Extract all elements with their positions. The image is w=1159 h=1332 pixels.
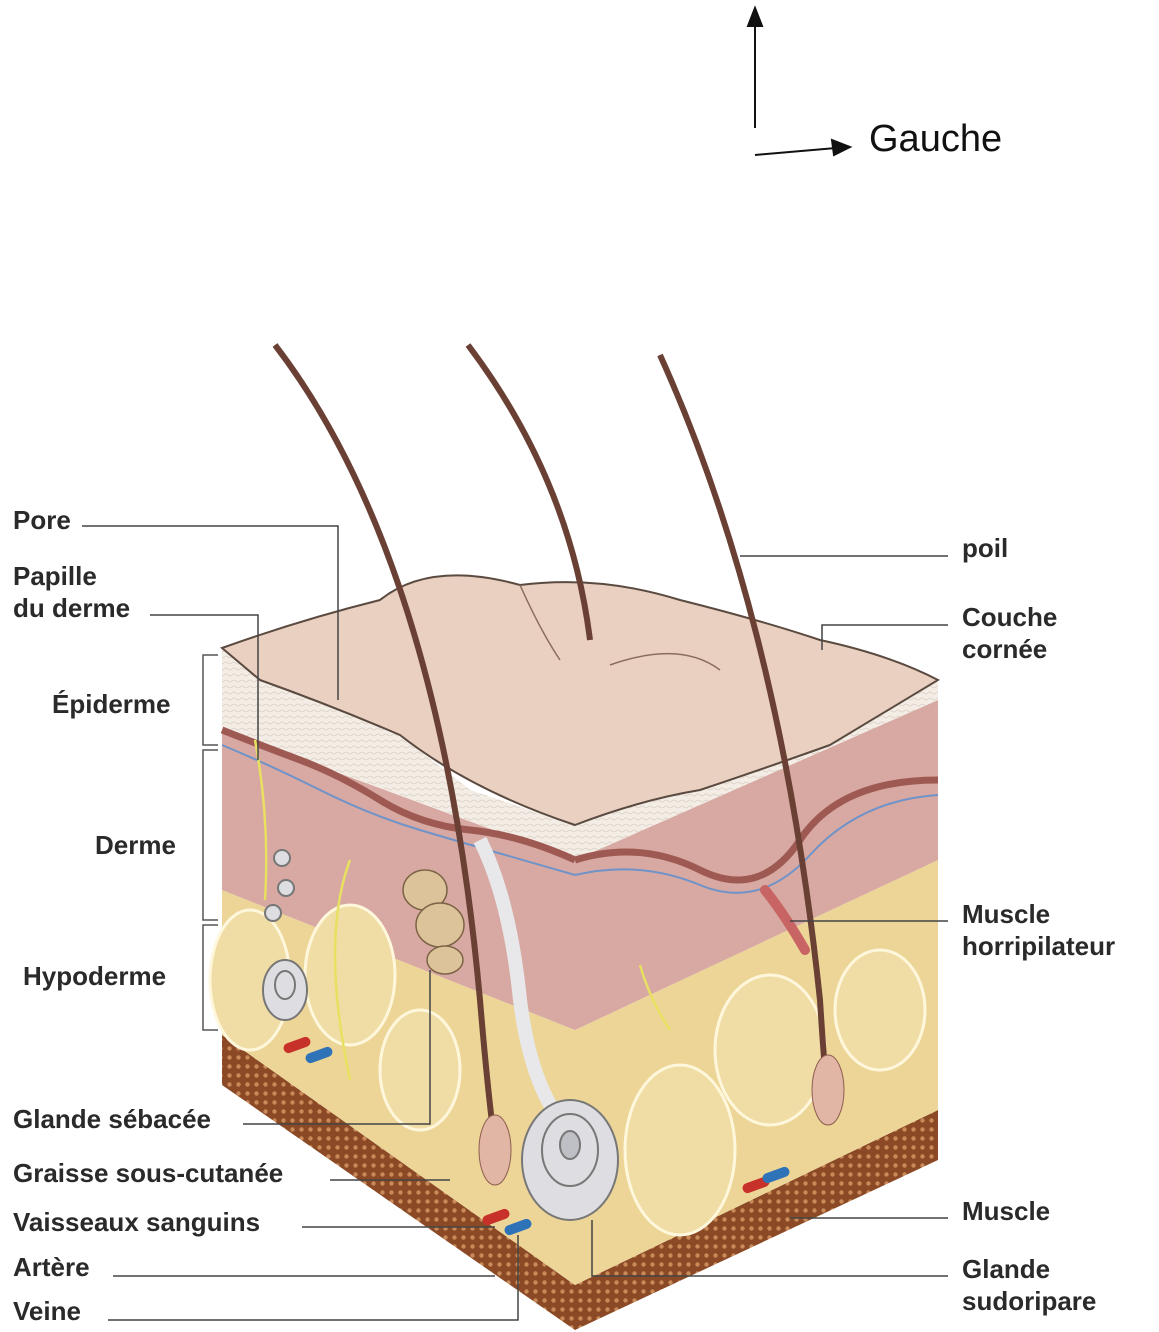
label-couche-line1: Couche xyxy=(962,601,1057,633)
label-glande-sebacee: Glande sébacée xyxy=(13,1103,211,1135)
orientation-label: Gauche xyxy=(869,118,1002,161)
label-hypoderme: Hypoderme xyxy=(23,960,166,992)
label-muscle: Muscle xyxy=(962,1195,1050,1227)
label-couche-cornee: Couche cornée xyxy=(962,601,1057,665)
label-muscle-horripilateur: Muscle horripilateur xyxy=(962,898,1115,962)
sweat-coil xyxy=(522,1100,618,1220)
label-pore: Pore xyxy=(13,504,71,536)
left-arrow-head xyxy=(832,140,850,155)
label-couche-line2: cornée xyxy=(962,633,1057,665)
label-papille-line1: Papille xyxy=(13,560,130,592)
label-artere: Artère xyxy=(13,1251,90,1283)
label-glande-sudoripare: Glande sudoripare xyxy=(962,1253,1096,1317)
left-arrow-line xyxy=(755,148,836,155)
label-glande-sud-line2: sudoripare xyxy=(962,1285,1096,1317)
orientation-arrows xyxy=(748,8,850,155)
label-glande-sud-line1: Glande xyxy=(962,1253,1096,1285)
label-veine: Veine xyxy=(13,1295,81,1327)
label-derme: Derme xyxy=(95,829,176,861)
label-papille-line2: du derme xyxy=(13,592,130,624)
label-muscle-h-line1: Muscle xyxy=(962,898,1115,930)
label-vaisseaux-sanguins: Vaisseaux sanguins xyxy=(13,1206,260,1238)
up-arrow-head xyxy=(748,8,762,26)
follicle-bulb-right xyxy=(812,1055,844,1125)
label-muscle-h-line2: horripilateur xyxy=(962,930,1115,962)
follicle-bulb-left xyxy=(479,1115,511,1185)
label-epiderme: Épiderme xyxy=(52,688,171,720)
label-papille-du-derme: Papille du derme xyxy=(13,560,130,624)
label-poil: poil xyxy=(962,532,1008,564)
label-graisse-sous-cutanee: Graisse sous-cutanée xyxy=(13,1157,283,1189)
